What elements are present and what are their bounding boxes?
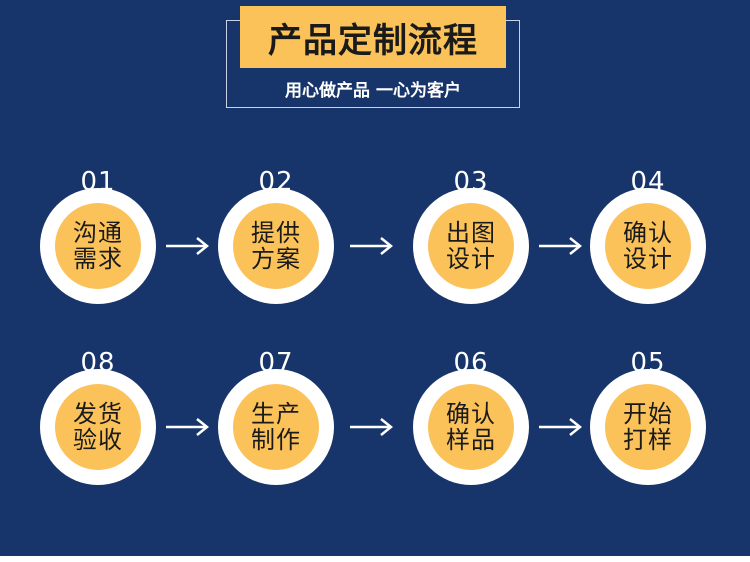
step-card-7: 07 生产 制作 [218, 348, 334, 485]
step-disc: 生产 制作 [233, 384, 319, 470]
page-subtitle: 用心做产品 一心为客户 [285, 81, 461, 101]
step-label-line1: 发货 [73, 400, 123, 428]
step-number: 04 [630, 167, 666, 197]
step-number: 01 [80, 167, 116, 197]
step-disc: 发货 验收 [55, 384, 141, 470]
page-title: 产品定制流程 [240, 6, 506, 68]
step-label-line2: 方案 [251, 245, 301, 273]
step-label-line1: 确认 [623, 219, 673, 247]
step-label-line2: 制作 [251, 426, 301, 454]
step-number: 08 [80, 348, 116, 378]
step-label-line1: 生产 [251, 400, 301, 428]
step-label-line2: 设计 [623, 245, 673, 273]
step-disc: 开始 打样 [605, 384, 691, 470]
step-card-8: 08 发货 验收 [40, 348, 156, 485]
right-arrow-icon [350, 418, 394, 436]
step-number: 07 [258, 348, 294, 378]
step-label-line2: 打样 [623, 426, 673, 454]
right-arrow-icon [539, 237, 583, 255]
step-card-5: 05 开始 打样 [590, 348, 706, 485]
step-label-line1: 沟通 [73, 219, 123, 247]
step-number: 02 [258, 167, 294, 197]
step-disc: 提供 方案 [233, 203, 319, 289]
right-arrow-icon [350, 237, 394, 255]
step-disc: 确认 样品 [428, 384, 514, 470]
right-arrow-icon [166, 418, 210, 436]
step-card-3: 03 出图 设计 [413, 167, 529, 304]
step-label-line2: 样品 [446, 426, 496, 454]
step-card-4: 04 确认 设计 [590, 167, 706, 304]
step-disc: 确认 设计 [605, 203, 691, 289]
step-card-2: 02 提供 方案 [218, 167, 334, 304]
step-label-line2: 需求 [73, 245, 123, 273]
step-disc: 出图 设计 [428, 203, 514, 289]
step-label-line1: 开始 [623, 400, 673, 428]
right-arrow-icon [166, 237, 210, 255]
step-number: 05 [630, 348, 666, 378]
step-label-line1: 确认 [446, 400, 496, 428]
step-card-6: 06 确认 样品 [413, 348, 529, 485]
step-label-line2: 验收 [73, 426, 123, 454]
step-label-line1: 提供 [251, 219, 301, 247]
step-disc: 沟通 需求 [55, 203, 141, 289]
step-number: 06 [453, 348, 489, 378]
step-label-line2: 设计 [446, 245, 496, 273]
step-label-line1: 出图 [446, 219, 496, 247]
right-arrow-icon [539, 418, 583, 436]
step-number: 03 [453, 167, 489, 197]
step-card-1: 01 沟通 需求 [40, 167, 156, 304]
